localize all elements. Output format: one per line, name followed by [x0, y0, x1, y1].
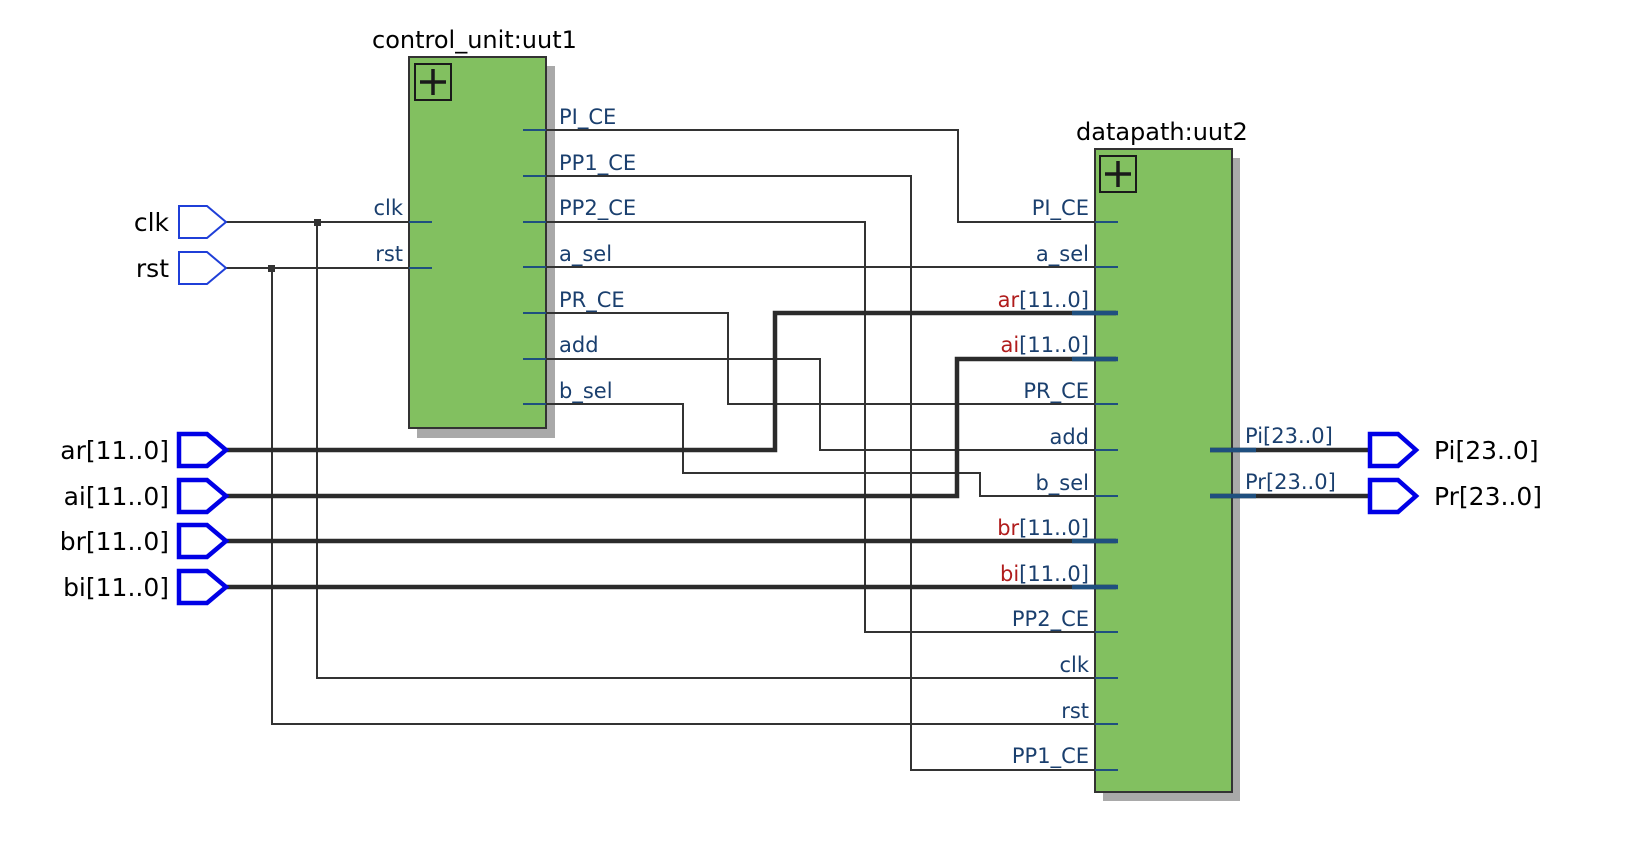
- dp-port-ai-name: ai: [1000, 333, 1019, 357]
- input-label-rst: rst: [136, 254, 169, 283]
- dp-port-bi-name: bi: [1000, 562, 1019, 586]
- dp-port-ai: ai[11..0]: [1000, 333, 1089, 357]
- input-label-bi: bi[11..0]: [63, 573, 169, 602]
- dp-port-b-sel: b_sel: [1035, 471, 1089, 496]
- cu-port-clk: clk: [373, 196, 403, 220]
- output-pin-pi[interactable]: Pi[23..0]: [1367, 431, 1539, 469]
- cu-port-add: add: [559, 333, 599, 357]
- net-clk-junction: [314, 219, 321, 226]
- dp-port-ai-range: [11..0]: [1019, 333, 1089, 357]
- datapath-block[interactable]: [1094, 148, 1233, 793]
- cu-port-pp1-ce: PP1_CE: [559, 151, 636, 176]
- net-rst-branch[interactable]: [271, 268, 1118, 725]
- input-pin-ai[interactable]: ai[11..0]: [64, 477, 230, 515]
- dp-port-ar-range: [11..0]: [1019, 288, 1089, 312]
- dp-port-pr-ce: PR_CE: [1023, 379, 1089, 404]
- dp-port-br: br[11..0]: [997, 516, 1089, 540]
- nets: [226, 129, 1118, 771]
- cu-port-pi-ce: PI_CE: [559, 105, 616, 130]
- dp-port-bi-range: [11..0]: [1019, 562, 1089, 586]
- dp-port-ar-name: ar: [998, 288, 1020, 312]
- datapath-title: datapath:uut2: [1076, 118, 1248, 146]
- input-pin-br[interactable]: br[11..0]: [60, 522, 230, 560]
- dp-port-br-range: [11..0]: [1019, 516, 1089, 540]
- input-pin-bi[interactable]: bi[11..0]: [63, 568, 230, 606]
- output-pin-pr[interactable]: Pr[23..0]: [1367, 477, 1542, 515]
- dp-port-pp1-ce: PP1_CE: [1012, 744, 1089, 769]
- dp-port-add: add: [1049, 425, 1089, 449]
- control-unit-block[interactable]: [408, 56, 547, 429]
- output-label-pi: Pi[23..0]: [1434, 436, 1539, 465]
- datapath-expand-icon[interactable]: [1099, 155, 1137, 193]
- dp-port-rst: rst: [1061, 699, 1089, 723]
- bus-ar[interactable]: [226, 310, 1116, 453]
- cu-port-pp2-ce: PP2_CE: [559, 196, 636, 221]
- net-b-sel[interactable]: [523, 403, 1118, 497]
- output-label-pr: Pr[23..0]: [1434, 482, 1542, 511]
- control-unit-expand-icon[interactable]: [414, 63, 452, 101]
- cu-port-b-sel: b_sel: [559, 379, 613, 404]
- input-label-ai: ai[11..0]: [64, 482, 169, 511]
- port-stubs: [409, 129, 1256, 771]
- control-unit-title: control_unit:uut1: [372, 26, 577, 54]
- input-label-clk: clk: [134, 208, 170, 237]
- input-pin-rst[interactable]: rst: [136, 251, 228, 285]
- dp-port-pi: Pi[23..0]: [1245, 424, 1333, 448]
- dp-port-br-name: br: [997, 516, 1019, 540]
- cu-port-pr-ce: PR_CE: [559, 288, 625, 313]
- input-label-br: br[11..0]: [60, 527, 169, 556]
- net-clk-branch[interactable]: [316, 222, 1118, 679]
- net-pp2-ce[interactable]: [523, 221, 1118, 633]
- cu-port-rst: rst: [375, 242, 403, 266]
- net-rst-junction: [268, 265, 275, 272]
- dp-port-ar: ar[11..0]: [998, 288, 1089, 312]
- cu-port-a-sel: a_sel: [559, 242, 612, 267]
- bus-ai[interactable]: [226, 356, 1116, 499]
- input-pin-ar[interactable]: ar[11..0]: [60, 431, 230, 469]
- dp-port-pr-name: Pr: [1245, 470, 1266, 494]
- net-pi-ce[interactable]: [523, 129, 1118, 223]
- dp-port-a-sel: a_sel: [1036, 242, 1089, 267]
- net-add[interactable]: [523, 358, 1118, 451]
- dp-port-clk: clk: [1059, 653, 1089, 677]
- dp-port-pi-range: [23..0]: [1263, 424, 1333, 448]
- buses: [226, 310, 1370, 590]
- input-pin-clk[interactable]: clk: [134, 205, 228, 239]
- dp-port-pr: Pr[23..0]: [1245, 470, 1336, 494]
- dp-port-pi-name: Pi: [1245, 424, 1263, 448]
- dp-port-pr-range: [23..0]: [1266, 470, 1336, 494]
- input-label-ar: ar[11..0]: [60, 436, 169, 465]
- dp-port-bi: bi[11..0]: [1000, 562, 1089, 586]
- dp-port-pi-ce: PI_CE: [1032, 196, 1089, 221]
- dp-port-pp2-ce: PP2_CE: [1012, 607, 1089, 632]
